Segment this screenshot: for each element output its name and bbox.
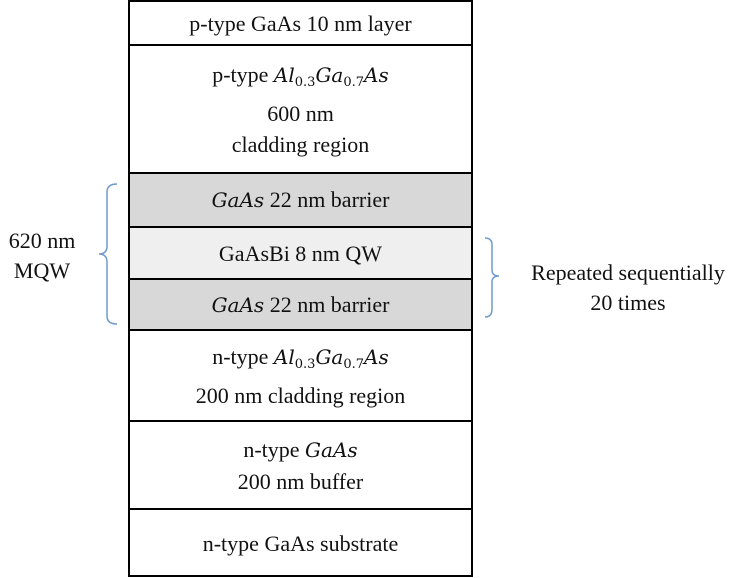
formula-al: Al — [273, 62, 295, 87]
formula-as: As — [364, 62, 389, 87]
layer-cap: p-type GaAs 10 nm layer — [130, 2, 471, 46]
layer-p-cladding: p-type Al0.3Ga0.7As 600 nm cladding regi… — [130, 46, 471, 174]
barrier-bottom-formula: GaAs — [211, 292, 265, 317]
layer-buffer-desc: 200 nm buffer — [237, 468, 364, 494]
layer-p-cladding-desc: cladding region — [231, 131, 370, 157]
repeat-label: Repeated sequentially 20 times — [508, 258, 748, 318]
layer-buffer: n-type GaAs 200 nm buffer — [130, 422, 471, 510]
layer-buffer-formula: GaAs — [305, 437, 358, 462]
layer-n-cladding-formula: Al0.3Ga0.7As — [273, 344, 389, 372]
formula-al: Al — [273, 344, 295, 369]
layer-n-cladding-prefix: n-type — [212, 343, 269, 369]
formula-ga: Ga — [315, 62, 344, 87]
layer-p-cladding-formula: Al0.3Ga0.7As — [273, 62, 389, 90]
formula-ga: Ga — [315, 344, 344, 369]
layer-barrier-bottom: GaAs 22 nm barrier — [130, 280, 471, 331]
layer-p-cladding-prefix: p-type — [212, 61, 269, 87]
layer-barrier-bottom-text: GaAs 22 nm barrier — [212, 289, 390, 321]
barrier-top-formula: GaAs — [211, 188, 265, 212]
layer-quantum-well: GaAsBi 8 nm QW — [130, 228, 471, 280]
layer-n-cladding-desc: 200 nm cladding region — [195, 382, 406, 408]
layer-quantum-well-text: GaAsBi 8 nm QW — [218, 240, 383, 266]
repeat-brace — [484, 237, 500, 318]
formula-al-sub: 0.3 — [294, 74, 316, 90]
layer-stack: p-type GaAs 10 nm layer p-type Al0.3Ga0.… — [128, 0, 473, 577]
mqw-label: 620 nm MQW — [0, 226, 84, 286]
mqw-brace — [98, 183, 118, 325]
repeat-count: 20 times — [590, 290, 666, 315]
layer-buffer-prefix: n-type — [243, 436, 300, 462]
layer-buffer-title: n-type GaAs — [243, 434, 357, 466]
formula-ga-sub: 0.7 — [343, 356, 365, 372]
formula-ga-sub: 0.7 — [343, 74, 365, 90]
repeat-text: Repeated sequentially — [531, 260, 725, 285]
layer-barrier-top-text: GaAs 22 nm barrier — [212, 184, 390, 216]
barrier-bottom-rest: 22 nm barrier — [264, 291, 390, 317]
layer-n-cladding: n-type Al0.3Ga0.7As 200 nm cladding regi… — [130, 331, 471, 422]
layer-substrate-text: n-type GaAs substrate — [202, 531, 399, 556]
formula-al-sub: 0.3 — [294, 356, 316, 372]
barrier-top-rest: 22 nm barrier — [264, 187, 390, 212]
layer-barrier-top: GaAs 22 nm barrier — [130, 174, 471, 228]
layer-substrate: n-type GaAs substrate — [130, 510, 471, 577]
mqw-thickness: 620 nm — [8, 228, 76, 253]
layer-cap-text: p-type GaAs 10 nm layer — [189, 10, 412, 36]
layer-p-cladding-thickness: 600 nm — [267, 100, 334, 126]
layer-p-cladding-title: p-type Al0.3Ga0.7As — [212, 59, 389, 98]
formula-as: As — [364, 344, 389, 369]
layer-n-cladding-title: n-type Al0.3Ga0.7As — [212, 341, 389, 380]
mqw-name: MQW — [13, 258, 71, 283]
